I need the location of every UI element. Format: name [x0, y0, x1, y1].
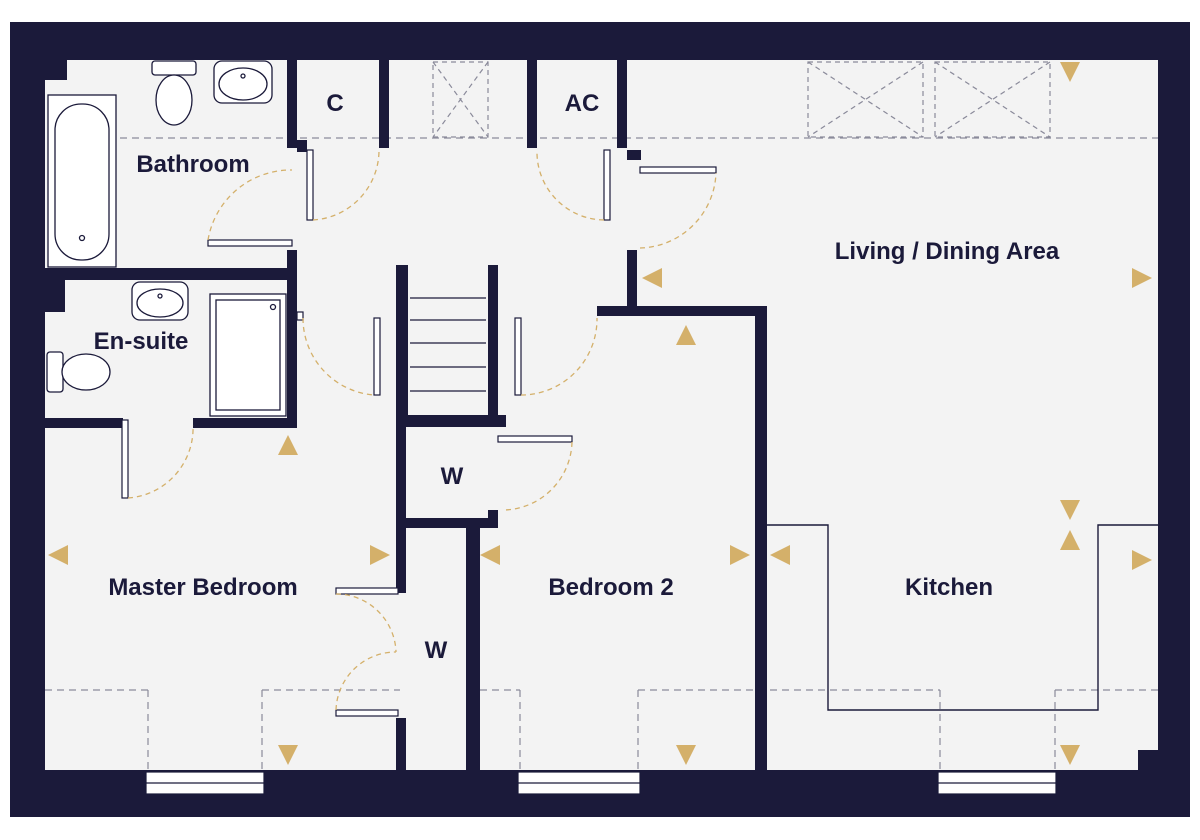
- staircase-icon: [410, 297, 486, 392]
- window-icon: [145, 771, 1057, 795]
- bath-icon: [47, 94, 117, 268]
- skylight-icon: [432, 61, 1051, 138]
- door-leaves: [121, 149, 717, 717]
- door-swing-arcs: [127, 149, 717, 711]
- room-label-ensuite: En-suite: [94, 328, 189, 355]
- shower-tray-icon: [209, 293, 287, 417]
- basin-icon: [131, 60, 273, 321]
- room-label-bathroom: Bathroom: [136, 151, 249, 178]
- room-label-cupboard: C: [326, 90, 343, 117]
- room-label-bedroom-2: Bedroom 2: [548, 574, 673, 601]
- room-label-living-dining: Living / Dining Area: [835, 238, 1060, 265]
- kitchen-counter: [765, 524, 1158, 711]
- room-label-wardrobe-hall: W: [441, 463, 464, 490]
- room-label-master-bedroom: Master Bedroom: [108, 574, 297, 601]
- dimension-arrow-icon: [48, 62, 1152, 765]
- room-label-airing-cupboard: AC: [565, 90, 600, 117]
- room-label-kitchen: Kitchen: [905, 574, 993, 601]
- toilet-icon: [46, 60, 197, 393]
- room-label-wardrobe-master: W: [425, 637, 448, 664]
